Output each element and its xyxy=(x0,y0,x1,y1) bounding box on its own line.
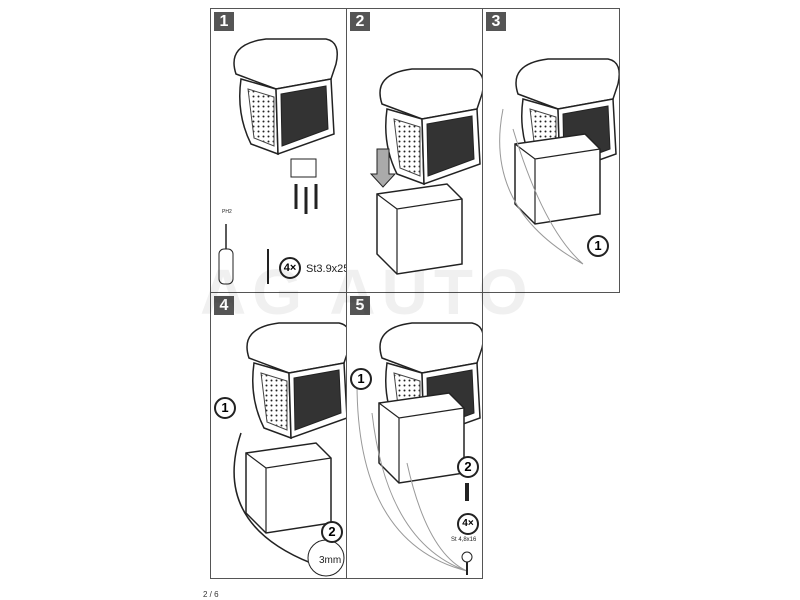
step-3-panel: 3 1 xyxy=(482,8,620,293)
step-number: 4 xyxy=(214,296,234,315)
quantity-badge: 4× xyxy=(279,257,301,279)
armrest-illustration xyxy=(499,58,619,265)
step-5-panel: 5 1 2 4× St 4,8x16 xyxy=(346,292,483,579)
armrest-illustration xyxy=(369,68,482,275)
step-1-panel: 1 PH2 4× St3.9x25 xyxy=(210,8,347,293)
step-number: 2 xyxy=(350,12,370,31)
screw-spec: St 4,8x16 xyxy=(451,537,477,543)
callout-1: 1 xyxy=(214,397,236,419)
callout-2: 2 xyxy=(321,521,343,543)
step-2-panel: 2 xyxy=(346,8,483,293)
armrest-illustration xyxy=(356,322,482,575)
page-number: 2 / 6 xyxy=(203,590,219,599)
tool-label: PH2 xyxy=(222,209,232,215)
callout-2: 2 xyxy=(457,456,479,478)
quantity-badge: 4× xyxy=(457,513,479,535)
armrest-illustration xyxy=(233,322,346,577)
callout-1: 1 xyxy=(350,368,372,390)
step-number: 3 xyxy=(486,12,506,31)
step-number: 1 xyxy=(214,12,234,31)
armrest-illustration xyxy=(218,38,338,285)
step-4-panel: 4 1 2 3mm xyxy=(210,292,347,579)
callout-1: 1 xyxy=(587,235,609,257)
screw-spec: St3.9x25 xyxy=(306,263,347,275)
step-number: 5 xyxy=(350,296,370,315)
gap-label: 3mm xyxy=(319,555,342,566)
